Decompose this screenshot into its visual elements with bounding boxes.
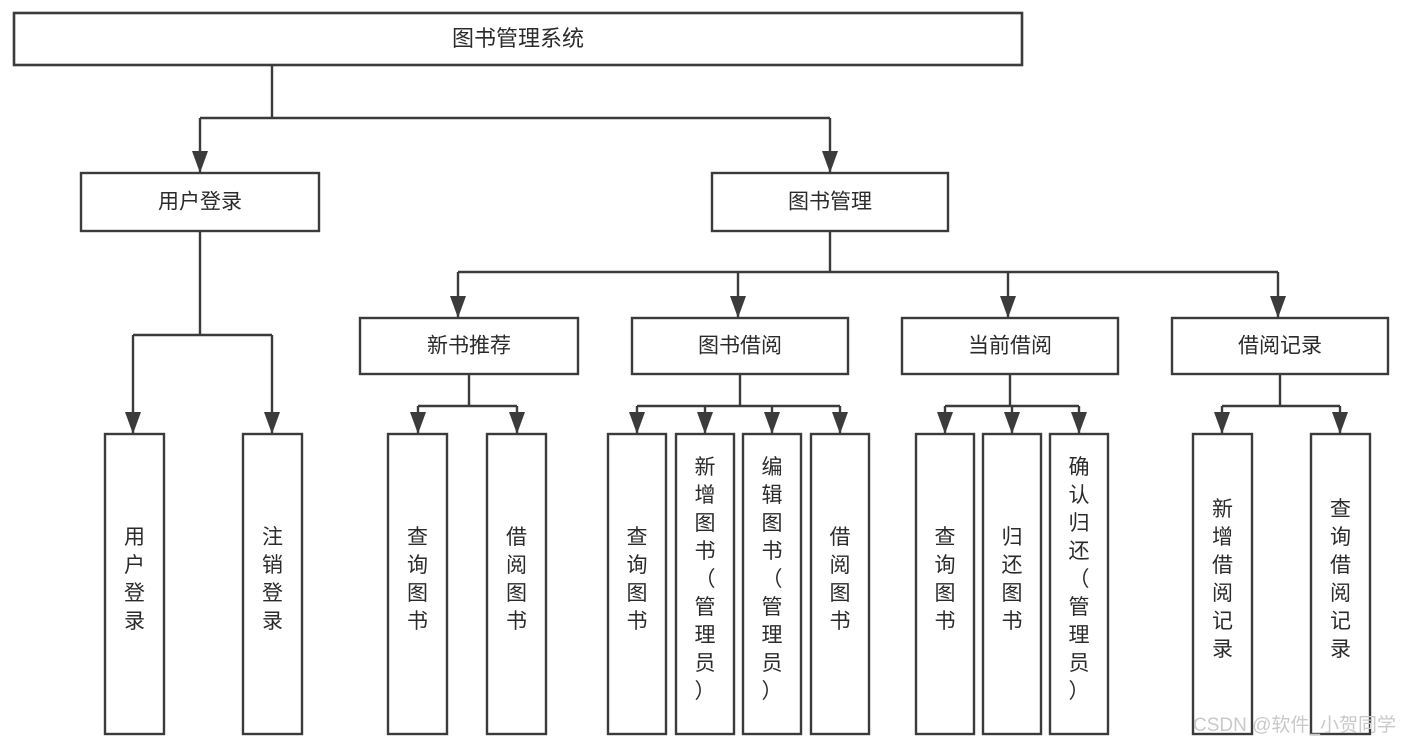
node-leaf-edit-book-admin-box [741,432,803,736]
node-leaf-borrow-book[interactable]: 借阅图书 [809,432,871,736]
node-leaf-user-logout[interactable]: 注销登录 [241,432,304,736]
csdn-watermark: CSDN @软件_小贺同学 [1193,714,1396,736]
connectors-layer [125,65,1348,434]
connector-book-mgmt-drop-1-arrow [730,296,746,318]
node-borrow-record[interactable]: 借阅记录 [1170,316,1390,376]
node-leaf-user-logout-box [241,432,304,736]
connector-book-borrow-drop-0-arrow [629,412,645,434]
node-leaf-query-book-recommend[interactable]: 查询图书 [386,432,449,736]
connector-book-mgmt-drop-3-arrow [1270,296,1286,318]
node-user-login[interactable]: 用户登录 [79,171,321,233]
node-leaf-add-borrow-record-label: 新增借阅记录 [1212,498,1233,661]
node-leaf-return-book-box [981,432,1043,736]
connector-book-borrow-drop-2-arrow [764,412,780,434]
node-root[interactable]: 图书管理系统 [12,11,1024,67]
node-leaf-return-book-label: 归还图书 [1002,526,1023,633]
node-leaf-add-book-admin[interactable]: 新增图书（管理员） [674,432,736,736]
connector-book-borrow-drop-1-arrow [697,412,713,434]
node-leaf-add-book-admin-label: 新增图书（管理员） [695,456,716,703]
connector-book-borrow-drop-3-arrow [832,412,848,434]
node-leaf-edit-book-admin-label: 编辑图书（管理员） [762,456,783,703]
node-book-management-box [710,171,950,233]
node-leaf-query-book-borrow-box [606,432,668,736]
node-user-login-label: 用户登录 [158,191,242,214]
node-book-management-label: 图书管理 [788,191,872,214]
node-leaf-user-login[interactable]: 用户登录 [103,432,166,736]
node-current-borrow[interactable]: 当前借阅 [900,316,1120,376]
node-current-borrow-box [900,316,1120,376]
node-leaf-return-book[interactable]: 归还图书 [981,432,1043,736]
node-user-login-box [79,171,321,233]
node-book-borrow[interactable]: 图书借阅 [630,316,850,376]
node-borrow-record-box [1170,316,1390,376]
node-leaf-query-book-recommend-label: 查询图书 [407,526,428,633]
connector-current-borrow-drop-0-arrow [937,412,953,434]
node-leaf-query-borrow-record-label: 查询借阅记录 [1330,498,1351,661]
node-leaf-borrow-book-box [809,432,871,736]
connector-borrow-record-drop-0-arrow [1214,412,1230,434]
node-leaf-confirm-return-admin-label: 确认归还（管理员） [1069,456,1090,703]
node-leaf-query-book-borrow[interactable]: 查询图书 [606,432,668,736]
node-leaf-confirm-return-admin[interactable]: 确认归还（管理员） [1048,432,1110,736]
node-new-book-recommend[interactable]: 新书推荐 [358,316,580,376]
node-leaf-borrow-book-label: 借阅图书 [830,526,851,633]
node-leaf-user-login-label: 用户登录 [124,526,145,633]
node-leaf-borrow-book-recommend-box [485,432,548,736]
connector-current-borrow-drop-2-arrow [1071,412,1087,434]
node-leaf-add-borrow-record-box [1191,432,1254,736]
node-root-label: 图书管理系统 [452,26,584,51]
nodes-layer: 图书管理系统用户登录图书管理新书推荐图书借阅当前借阅借阅记录用户登录注销登录查询… [12,11,1390,736]
connector-root-drop-0-arrow [192,151,208,173]
node-book-borrow-box [630,316,850,376]
node-borrow-record-label: 借阅记录 [1238,335,1322,358]
connector-user-login-drop-1-arrow [264,412,280,434]
node-leaf-query-book-current-label: 查询图书 [935,526,956,633]
connector-book-mgmt-drop-2-arrow [1000,296,1016,318]
connector-user-login-drop-0-arrow [125,412,141,434]
node-new-book-recommend-box [358,316,580,376]
node-leaf-user-login-box [103,432,166,736]
node-leaf-query-borrow-record-box [1309,432,1372,736]
node-leaf-borrow-book-recommend-label: 借阅图书 [506,526,527,633]
node-new-book-recommend-label: 新书推荐 [427,335,511,358]
node-leaf-query-book-recommend-box [386,432,449,736]
node-leaf-query-book-current[interactable]: 查询图书 [914,432,976,736]
connector-new-book-recommend-drop-0-arrow [410,412,426,434]
node-leaf-edit-book-admin[interactable]: 编辑图书（管理员） [741,432,803,736]
node-leaf-add-borrow-record[interactable]: 新增借阅记录 [1191,432,1254,736]
connector-current-borrow-drop-1-arrow [1004,412,1020,434]
node-root-box [12,11,1024,67]
node-leaf-borrow-book-recommend[interactable]: 借阅图书 [485,432,548,736]
node-leaf-user-logout-label: 注销登录 [262,526,283,633]
node-book-borrow-label: 图书借阅 [698,335,782,358]
connector-book-mgmt-drop-0-arrow [450,296,466,318]
node-book-management[interactable]: 图书管理 [710,171,950,233]
connector-borrow-record-drop-1-arrow [1332,412,1348,434]
connector-root-drop-1-arrow [822,151,838,173]
node-current-borrow-label: 当前借阅 [968,335,1052,358]
node-leaf-add-book-admin-box [674,432,736,736]
node-leaf-confirm-return-admin-box [1048,432,1110,736]
node-leaf-query-book-borrow-label: 查询图书 [627,526,648,633]
connector-new-book-recommend-drop-1-arrow [509,412,525,434]
node-leaf-query-borrow-record[interactable]: 查询借阅记录 [1309,432,1372,736]
node-leaf-query-book-current-box [914,432,976,736]
